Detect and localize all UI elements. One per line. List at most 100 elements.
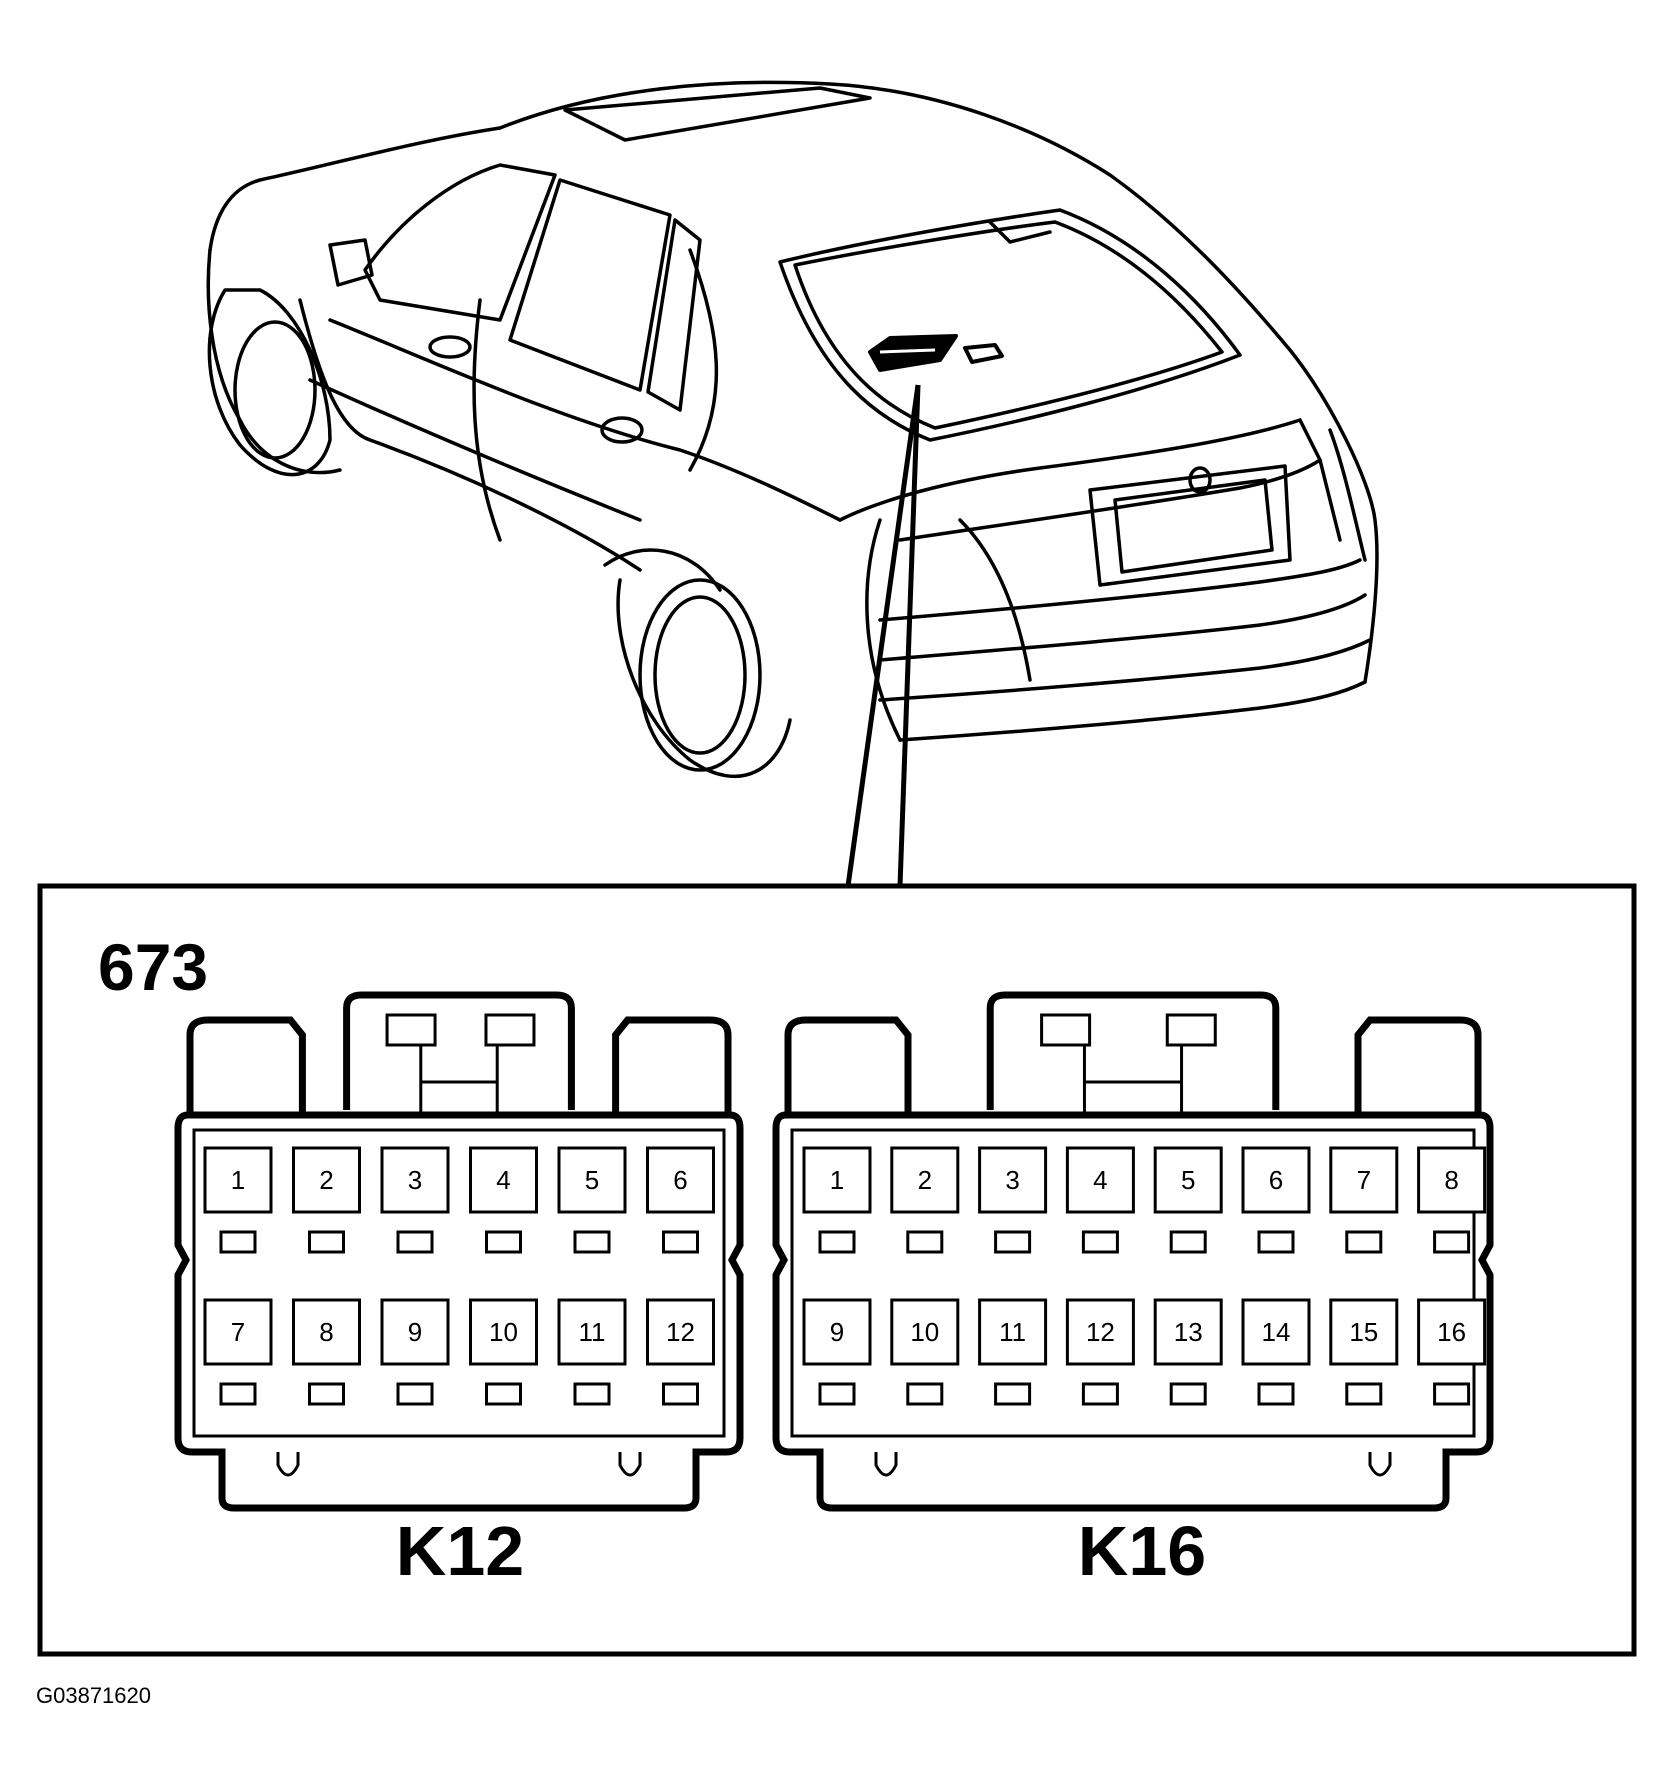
connector-k12-pin-7-cavity: [203, 1298, 273, 1366]
connector-k12-pin-11-label: 11: [579, 1317, 606, 1347]
connector-k12-pin-1-latch: [219, 1230, 257, 1254]
connector-k12-pin-5-cavity: [557, 1146, 627, 1214]
connector-k12-pin-6-cavity: [646, 1146, 715, 1214]
connector-k16-pin-10-label: 10: [910, 1317, 939, 1347]
connector-k12-pin-2-label: 2: [319, 1165, 333, 1195]
connector-k12-pin-8-latch: [308, 1382, 345, 1406]
connector-k16-pin-4-cavity: [1065, 1146, 1135, 1214]
connector-k12-keys: [276, 1452, 642, 1477]
connector-k16-pin-14-latch: [1257, 1382, 1295, 1406]
connector-k16-pin-14-cavity: [1241, 1298, 1311, 1366]
connector-k16-pin-6-latch: [1257, 1230, 1295, 1254]
connector-k16-pin-8-latch: [1433, 1230, 1471, 1254]
connector-k12-latch-clip-right: [484, 1013, 536, 1047]
connector-k16-pin-16-label: 16: [1437, 1317, 1466, 1347]
connector-k12-pin-11-cavity: [557, 1298, 627, 1366]
connector-k12-housing-inner: [192, 1128, 726, 1438]
connector-k16-pin-4-label: 4: [1093, 1165, 1107, 1195]
connector-k12-pin-6-latch: [662, 1230, 699, 1254]
control-module-location: [868, 334, 1004, 372]
connector-k16-left-tab: [784, 1016, 912, 1115]
connector-k12-pin-5-label: 5: [585, 1165, 599, 1195]
connector-k16-pin-8-label: 8: [1444, 1165, 1458, 1195]
connector-k16-pin-5-label: 5: [1181, 1165, 1195, 1195]
connector-k16-housing-inner: [790, 1128, 1476, 1438]
connector-k12-pin-7-latch: [219, 1382, 257, 1406]
connector-k16-pin-14-label: 14: [1262, 1317, 1291, 1347]
connector-name-k16: K16: [1078, 1512, 1206, 1590]
connector-k12-pin-2-cavity: [292, 1146, 361, 1214]
connector-k16-pin-12-cavity: [1065, 1298, 1135, 1366]
connector-name-k12: K12: [396, 1512, 524, 1590]
connector-k16-pin-3-label: 3: [1005, 1165, 1019, 1195]
connector-k16-pin-9-cavity: [802, 1298, 872, 1366]
connector-k16-pin-5-latch: [1169, 1230, 1207, 1254]
connector-k16-pin-2-cavity: [890, 1146, 960, 1214]
connector-k16-pin-13-latch: [1169, 1382, 1207, 1406]
figure-code: G03871620: [36, 1683, 151, 1708]
connector-k16-pin-10-cavity: [890, 1298, 960, 1366]
connector-k12-pin-10-cavity: [469, 1298, 538, 1366]
connector-k16-pin-4-latch: [1081, 1230, 1119, 1254]
connector-k12-pin-4-cavity: [469, 1146, 538, 1214]
connector-k12-pin-10-latch: [485, 1382, 522, 1406]
connector-k16-pin-5-cavity: [1153, 1146, 1223, 1214]
connector-k12-pin-3-latch: [396, 1230, 434, 1254]
car-rear-three-quarter-illustration: [206, 80, 1379, 779]
connector-k16-pin-1-label: 1: [830, 1165, 844, 1195]
connector-k12-pin-3-label: 3: [408, 1165, 422, 1195]
connector-k16-pin-9-label: 9: [830, 1317, 844, 1347]
connector-k12-pin-9-label: 9: [408, 1317, 422, 1347]
connector-k12-left-tab: [186, 1016, 306, 1115]
connector-k12-pin-9-latch: [396, 1382, 434, 1406]
connector-k16-pin-12-latch: [1081, 1382, 1119, 1406]
connector-k16-pin-11-cavity: [978, 1298, 1048, 1366]
connector-k16-pin-6-label: 6: [1269, 1165, 1283, 1195]
connector-k16-pin-16-latch: [1433, 1382, 1471, 1406]
connector-k16-pin-3-cavity: [978, 1146, 1048, 1214]
connector-k12-pin-8-cavity: [292, 1298, 361, 1366]
connector-k12-pin-12-cavity: [646, 1298, 715, 1366]
connector-k16-latch-clip-right: [1165, 1013, 1217, 1047]
connector-k12-pin-11-latch: [573, 1382, 611, 1406]
component-id-label: 673: [98, 930, 208, 1004]
connector-k12-pin-12-latch: [662, 1382, 699, 1406]
connector-k12-pin-7-label: 7: [231, 1317, 245, 1347]
connector-k12-pin-12-label: 12: [666, 1317, 695, 1347]
connector-k16-pin-6-cavity: [1241, 1146, 1311, 1214]
connector-k16-pin-16-cavity: [1417, 1298, 1487, 1366]
connector-k16-pin-11-label: 11: [999, 1317, 1026, 1347]
connector-k12-pin-6-label: 6: [673, 1165, 687, 1195]
connector-k12-right-tab: [612, 1016, 732, 1115]
connector-k16-pin-15-label: 15: [1349, 1317, 1378, 1347]
connector-k12-pin-3-cavity: [380, 1146, 450, 1214]
connector-k16-latch: [986, 991, 1280, 1110]
connector-k16-pin-3-latch: [994, 1230, 1032, 1254]
connector-k16-right-tab: [1354, 1016, 1482, 1115]
connector-k12-pin-5-latch: [573, 1230, 611, 1254]
connector-k16-pin-15-cavity: [1329, 1298, 1399, 1366]
connector-k16-pin-10-latch: [906, 1382, 944, 1406]
connector-k12-pin-9-cavity: [380, 1298, 450, 1366]
connector-k16-pin-9-latch: [818, 1382, 856, 1406]
connector-k12-latch-web: [419, 1045, 499, 1112]
connector-k16-pin-2-latch: [906, 1230, 944, 1254]
connector-k12-pin-2-latch: [308, 1230, 345, 1254]
connector-k12-pin-10-label: 10: [489, 1317, 518, 1347]
connector-k16-pin-13-cavity: [1153, 1298, 1223, 1366]
connector-k16-pin-15-latch: [1345, 1382, 1383, 1406]
connector-k12-pin-1-label: 1: [231, 1165, 245, 1195]
connector-k12-latch: [343, 991, 575, 1110]
connector-k16-keys: [874, 1452, 1392, 1477]
connector-k16-pin-7-label: 7: [1357, 1165, 1371, 1195]
leader-lines: [845, 384, 921, 887]
connector-k16-pin-7-latch: [1345, 1230, 1383, 1254]
connector-k16-pin-2-label: 2: [918, 1165, 932, 1195]
connector-k16-pin-12-label: 12: [1086, 1317, 1115, 1347]
connector-k16-pin-7-cavity: [1329, 1146, 1399, 1214]
connector-k16-pin-1-cavity: [802, 1146, 872, 1214]
connector-k12-pin-1-cavity: [203, 1146, 273, 1214]
connector-k16-pin-11-latch: [994, 1382, 1032, 1406]
